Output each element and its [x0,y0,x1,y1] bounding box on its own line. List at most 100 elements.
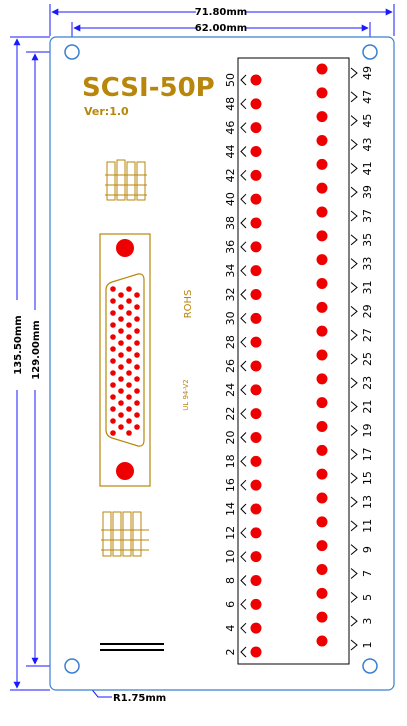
arrow-right-45 [350,115,358,127]
connector-pin [118,424,124,430]
connector-pin [134,412,140,418]
arrow-right-7 [350,568,358,579]
arrow-left-22 [240,408,247,420]
connector-pin [118,412,124,418]
connector-pin [126,358,132,364]
connector-pins [110,286,140,436]
arrow-right-37 [350,210,358,222]
connector-pin [110,370,116,376]
connector-pin [126,286,132,292]
pin-label-38: 38 [224,216,237,230]
connector-pin [110,382,116,388]
connector-pin [126,382,132,388]
pin-label-5: 5 [361,594,374,601]
arrow-left-16 [240,479,247,491]
pad-left-14 [250,503,262,515]
connector-pin [110,418,116,424]
connector-pin [126,418,132,424]
resistor-array-top [105,159,147,201]
arrow-right-1 [350,639,358,651]
pad-left-8 [250,575,262,586]
connector-pin [110,334,116,340]
arrow-right-19 [350,425,358,436]
hole-radius-label: R1.75mm [113,693,166,704]
pin-label-43: 43 [361,138,374,152]
arrow-left-14 [240,503,247,515]
pin-label-44: 44 [224,145,237,159]
arrow-left-38 [240,217,247,229]
pad-left-48 [250,98,262,110]
pin-label-34: 34 [224,264,237,278]
pin-label-12: 12 [224,526,237,540]
arrow-right-9 [350,544,358,556]
pin-label-4: 4 [224,625,237,632]
pin-label-23: 23 [361,376,374,390]
connector-pin [126,370,132,376]
scsi-connector [99,233,151,487]
rohs-mark: ROHS [183,290,194,319]
pin-label-49: 49 [361,66,374,80]
pad-left-2 [250,646,262,658]
connector-pin [110,346,116,352]
arrow-left-48 [240,98,247,110]
arrow-right-41 [350,162,358,174]
connector-pin [134,424,140,430]
pad-left-12 [250,527,262,539]
pad-right-15 [316,468,328,480]
pad-left-32 [250,289,262,300]
pin-label-37: 37 [361,209,374,223]
arrow-left-20 [240,432,247,443]
pad-left-42 [250,169,262,181]
connector-pin [118,400,124,406]
connector-pin [110,322,116,328]
pin-label-7: 7 [361,570,374,577]
pin-label-32: 32 [224,288,237,302]
pad-left-34 [250,265,262,277]
connector-pin [134,364,140,370]
overall-height-label: 135.50mm [13,315,24,374]
connector-pin [118,340,124,346]
pin-label-10: 10 [224,550,237,564]
pin-label-46: 46 [224,121,237,135]
mounting-hole-top-right [362,44,378,60]
connector-pin [134,388,140,394]
overall-width-label: 71.80mm [195,7,247,18]
arrow-right-13 [350,496,358,508]
connector-pin [118,364,124,370]
connector-pin [110,286,116,292]
pad-left-18 [250,455,262,467]
pad-left-40 [250,193,262,205]
arrow-left-50 [240,74,247,86]
dimension-lines [10,4,395,698]
arrow-left-6 [240,598,247,610]
pad-left-10 [250,551,262,563]
arrow-right-23 [350,377,358,389]
pin-label-16: 16 [224,478,237,492]
pad-right-19 [316,421,328,432]
pad-right-25 [316,349,328,361]
connector-pin [134,352,140,358]
arrow-left-4 [240,622,247,634]
arrow-right-21 [350,401,358,413]
arrow-right-33 [350,258,358,270]
connector-pin [134,328,140,334]
pin-label-9: 9 [361,546,374,553]
pad-right-39 [316,182,328,194]
pad-left-26 [250,360,262,372]
pin-label-45: 45 [361,114,374,128]
connector-pin [110,298,116,304]
connector-pin [126,310,132,316]
connector-mount-top [116,239,134,257]
pin-label-18: 18 [224,454,237,468]
pin-label-3: 3 [361,618,374,625]
arrow-right-31 [350,282,358,293]
connector-pin [118,304,124,310]
connector-pin [134,400,140,406]
pin-label-26: 26 [224,359,237,373]
arrow-left-30 [240,312,247,324]
arrow-left-44 [240,146,247,157]
arrow-left-8 [240,575,247,586]
arrow-left-10 [240,551,247,563]
